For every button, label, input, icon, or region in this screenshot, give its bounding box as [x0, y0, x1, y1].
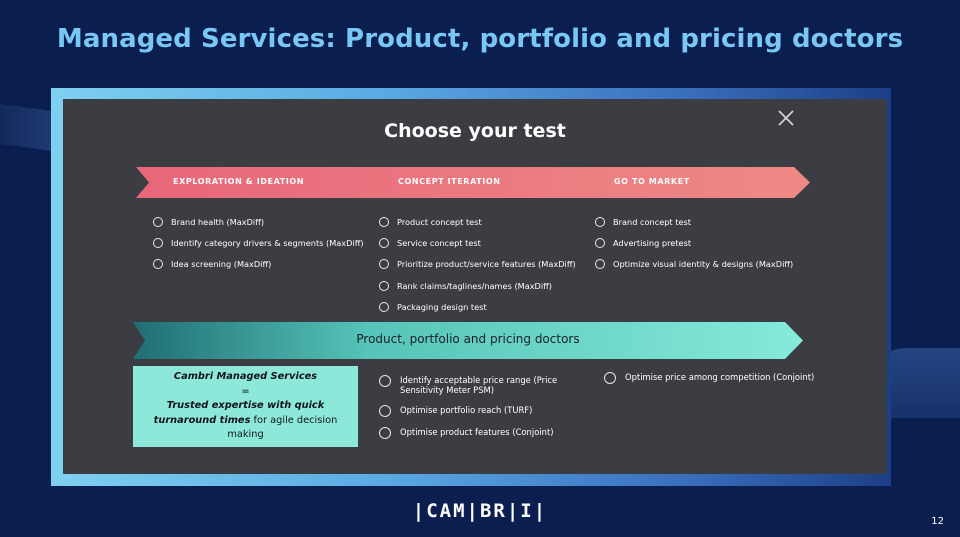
- cambri-logo: |CAM|BR|I|: [412, 500, 548, 522]
- option-label: Identify category drivers & segments (Ma…: [171, 237, 364, 248]
- option-label: Product concept test: [397, 216, 482, 227]
- option-prioritize-features[interactable]: Prioritize product/service features (Max…: [379, 254, 576, 275]
- pricing-options-right: Optimise price among competition (Conjoi…: [604, 372, 854, 394]
- option-service-concept[interactable]: Service concept test: [379, 232, 576, 253]
- close-icon[interactable]: [777, 109, 795, 127]
- pricing-banner: Product, portfolio and pricing doctors: [133, 322, 803, 359]
- radio-button[interactable]: [379, 375, 391, 387]
- radio-button[interactable]: [153, 216, 163, 227]
- panel-title: Choose your test: [384, 120, 566, 142]
- pricing-options-left: Identify acceptable price range (Price S…: [379, 375, 565, 449]
- callout-equals: =: [241, 385, 250, 397]
- stage-label-concept: CONCEPT ITERATION: [398, 177, 501, 186]
- option-label: Optimise product features (Conjoint): [400, 427, 554, 437]
- option-label: Optimize visual identity & designs (MaxD…: [613, 259, 794, 270]
- option-product-features[interactable]: Optimise product features (Conjoint): [379, 427, 565, 439]
- option-label: Rank claims/taglines/names (MaxDiff): [397, 280, 552, 291]
- callout-line2-rest: for agile decision: [250, 414, 338, 426]
- radio-button[interactable]: [595, 259, 605, 270]
- option-label: Brand concept test: [613, 216, 691, 227]
- radio-button[interactable]: [379, 405, 391, 417]
- callout-emphasis: turnaround times: [153, 414, 251, 426]
- test-chooser-panel: Choose your test EXPLORATION & IDEATION …: [63, 99, 887, 474]
- market-options: Brand concept test Advertising pretest O…: [595, 211, 793, 275]
- background-swoosh-right: [880, 348, 960, 418]
- radio-button[interactable]: [153, 237, 163, 248]
- radio-button[interactable]: [595, 216, 605, 227]
- option-label: Optimise price among competition (Conjoi…: [625, 372, 815, 382]
- radio-button[interactable]: [604, 372, 616, 384]
- option-brand-health[interactable]: Brand health (MaxDiff): [153, 211, 364, 232]
- stage-arrow-band: EXPLORATION & IDEATION CONCEPT ITERATION…: [136, 167, 810, 198]
- radio-button[interactable]: [379, 216, 389, 227]
- pricing-banner-label: Product, portfolio and pricing doctors: [356, 332, 580, 346]
- stage-label-exploration: EXPLORATION & IDEATION: [173, 177, 305, 186]
- managed-services-callout: Cambri Managed Services = Trusted expert…: [133, 366, 358, 447]
- radio-button[interactable]: [379, 427, 391, 439]
- radio-button[interactable]: [595, 237, 605, 248]
- dialog-frame: Choose your test EXPLORATION & IDEATION …: [51, 88, 891, 486]
- radio-button[interactable]: [379, 237, 389, 248]
- option-brand-concept[interactable]: Brand concept test: [595, 211, 793, 232]
- option-price-range[interactable]: Identify acceptable price range (Price S…: [379, 375, 565, 395]
- exploration-options: Brand health (MaxDiff) Identify category…: [153, 211, 364, 275]
- option-rank-claims[interactable]: Rank claims/taglines/names (MaxDiff): [379, 275, 576, 296]
- callout-line2: turnaround times for agile decision: [133, 414, 358, 429]
- option-label: Advertising pretest: [613, 237, 692, 248]
- option-label: Optimise portfolio reach (TURF): [400, 405, 533, 415]
- stage-arrow-shape: [136, 167, 810, 198]
- option-packaging-design[interactable]: Packaging design test: [379, 296, 576, 317]
- option-portfolio-reach[interactable]: Optimise portfolio reach (TURF): [379, 405, 565, 417]
- option-price-competition[interactable]: Optimise price among competition (Conjoi…: [604, 372, 854, 384]
- option-visual-identity[interactable]: Optimize visual identity & designs (MaxD…: [595, 254, 793, 275]
- slide-title: Managed Services: Product, portfolio and…: [56, 24, 904, 54]
- option-category-drivers[interactable]: Identify category drivers & segments (Ma…: [153, 232, 364, 253]
- option-label: Idea screening (MaxDiff): [171, 259, 272, 270]
- radio-button[interactable]: [379, 259, 389, 270]
- radio-button[interactable]: [379, 301, 389, 312]
- option-label: Identify acceptable price range (Price S…: [400, 375, 558, 395]
- option-label: Packaging design test: [397, 301, 487, 312]
- radio-button[interactable]: [153, 259, 163, 270]
- option-product-concept[interactable]: Product concept test: [379, 211, 576, 232]
- callout-title: Cambri Managed Services: [173, 371, 318, 382]
- option-advertising-pretest[interactable]: Advertising pretest: [595, 232, 793, 253]
- option-label: Service concept test: [397, 237, 481, 248]
- radio-button[interactable]: [379, 280, 389, 291]
- option-label: Brand health (MaxDiff): [171, 216, 265, 227]
- option-label: Prioritize product/service features (Max…: [397, 259, 576, 270]
- pricing-banner-shape: [133, 322, 803, 359]
- callout-line1: Trusted expertise with quick: [166, 400, 325, 411]
- concept-options: Product concept test Service concept tes…: [379, 211, 576, 317]
- stage-label-market: GO TO MARKET: [614, 177, 690, 186]
- option-idea-screening[interactable]: Idea screening (MaxDiff): [153, 254, 364, 275]
- page-number: 12: [931, 516, 944, 527]
- callout-line3: making: [227, 429, 264, 440]
